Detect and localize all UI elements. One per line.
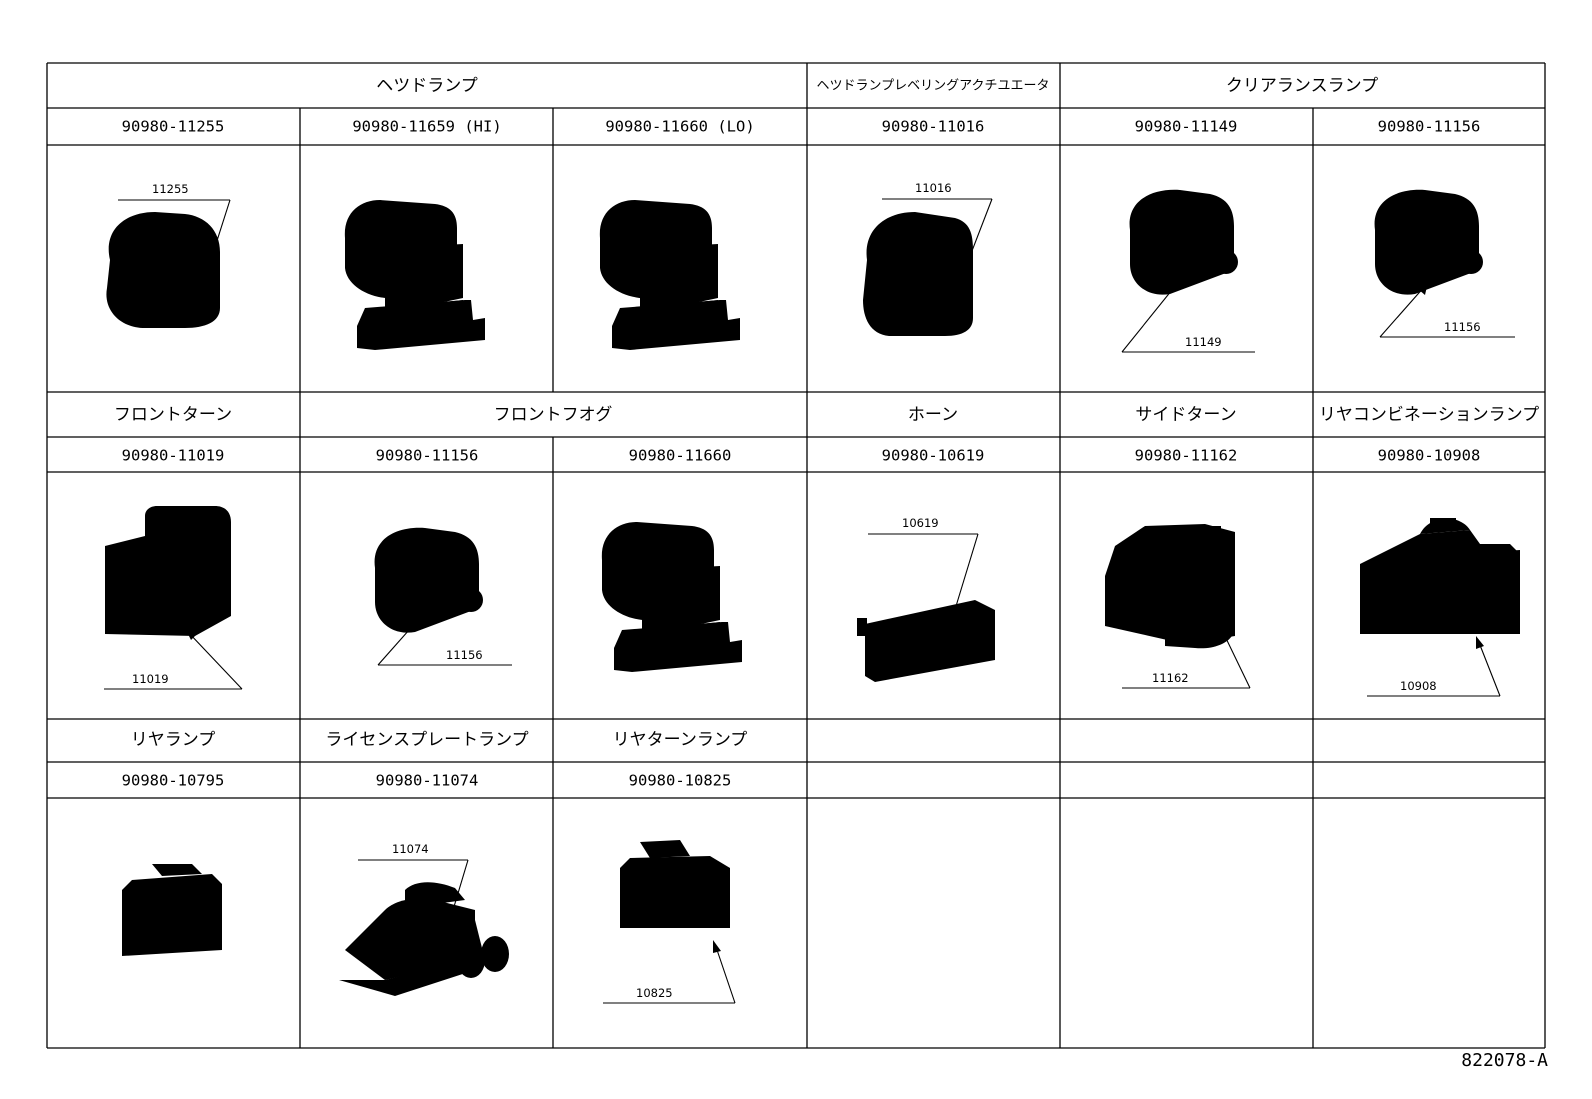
callout-label: 11255 (152, 182, 189, 196)
callout-label: 10619 (902, 516, 939, 530)
part-number: 90980-11019 (122, 447, 225, 465)
part-number: 90980-10619 (882, 447, 985, 465)
callout-leader (188, 632, 242, 689)
arrow-icon (1476, 636, 1484, 649)
category-header: フロントフオグ (494, 405, 613, 425)
callout-leader (953, 534, 978, 616)
callout-leader (1222, 630, 1250, 688)
part-number: 90980-11016 (882, 118, 985, 136)
part-number: 90980-11660 (629, 447, 732, 465)
callout-leader (715, 944, 735, 1003)
category-header: ヘツドランプ (376, 76, 478, 96)
callout-label: 11016 (915, 181, 952, 195)
part-number: 90980-11255 (122, 118, 225, 136)
callout-leader (1122, 280, 1180, 352)
callout-label: 11156 (446, 648, 483, 662)
callout-leader (378, 612, 425, 665)
connector-drawing (106, 189, 1483, 350)
part-number: 90980-10825 (629, 772, 732, 790)
document-code: 822078-A (1461, 1050, 1548, 1071)
part-number: 90980-11659 (HI) (352, 118, 501, 136)
callout-label: 11019 (132, 672, 169, 686)
category-header: フロントターン (114, 405, 232, 425)
arrow-icon (185, 628, 197, 640)
connector-drawing (122, 840, 730, 996)
table-grid (47, 63, 1545, 1048)
callout-label: 10908 (1400, 679, 1437, 693)
part-number: 90980-11149 (1135, 118, 1238, 136)
part-number: 90980-11156 (376, 447, 479, 465)
category-header: ライセンスプレートランプ (325, 730, 528, 750)
category-header: リヤターンランプ (613, 730, 748, 750)
connector-drawing (105, 506, 1520, 682)
arrow-icon (949, 607, 958, 620)
part-number: 90980-10795 (122, 772, 225, 790)
arrow-icon (418, 608, 428, 621)
arrow-icon (203, 263, 212, 276)
part-number: 90980-10908 (1378, 447, 1481, 465)
callout-label: 11162 (1152, 671, 1189, 685)
callout-leader (207, 200, 230, 272)
callout-leader (450, 860, 468, 920)
category-header: ホーン (908, 405, 958, 425)
category-header: サイドターン (1135, 405, 1236, 425)
part-number: 90980-11660 (LO) (605, 118, 754, 136)
category-header: リヤコンビネーションランプ (1319, 405, 1539, 425)
part-number: 90980-11162 (1135, 447, 1238, 465)
category-header: クリアランスランプ (1226, 76, 1378, 96)
callout-leader (1380, 286, 1425, 337)
arrow-icon (713, 940, 721, 953)
part-number: 90980-11156 (1378, 118, 1481, 136)
arrow-icon (446, 911, 455, 924)
callout-label: 11149 (1185, 335, 1222, 349)
arrow-icon (1220, 626, 1229, 639)
arrow-icon (1173, 276, 1183, 289)
callout-label: 11156 (1444, 320, 1481, 334)
callout-leader (1478, 640, 1500, 696)
callout-leader (960, 199, 992, 282)
category-header: リヤランプ (131, 730, 216, 750)
category-header: ヘツドランプレベリングアクチユエータ (817, 79, 1050, 94)
part-number: 90980-11074 (376, 772, 479, 790)
callout-label: 10825 (636, 986, 673, 1000)
arrow-icon (1418, 282, 1428, 295)
callout-label: 11074 (392, 842, 429, 856)
arrow-icon (956, 273, 965, 286)
callouts: 11255 11016 11149 11156 11019 11156 1061… (104, 181, 1515, 1003)
